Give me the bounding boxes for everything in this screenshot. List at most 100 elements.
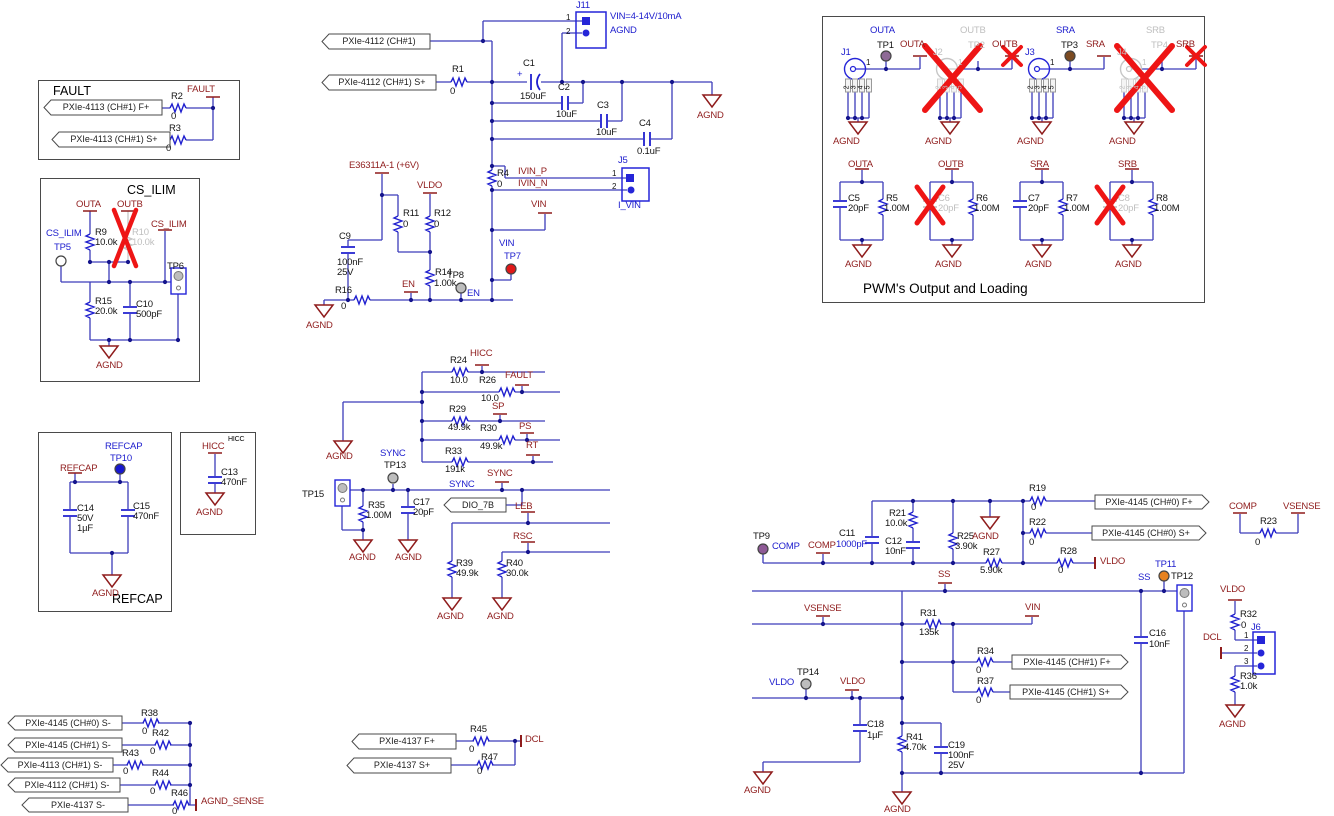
r32-val: 0: [1241, 620, 1247, 631]
j3-pin2-num: 2: [1027, 85, 1035, 90]
r29-ref: R29: [449, 404, 466, 415]
flag-pxie4137-sminus: PXIe-4137 S-: [50, 799, 106, 810]
r22-ref: R22: [1029, 517, 1046, 528]
pwm-box-title: PWM's Output and Loading: [863, 281, 1028, 296]
c2-ref: C2: [558, 82, 570, 93]
flag-pxie4145-ch0-splus-shape: [1091, 525, 1207, 541]
j1-pin-stub: [845, 78, 851, 93]
agnd-symbol: [752, 771, 774, 786]
j3-pin-stub: [1043, 78, 1049, 93]
flag-pxie4145-ch1-splus-shape: [1009, 684, 1129, 700]
agnd-symbol: [491, 597, 513, 612]
j6-ref: J6: [1251, 622, 1261, 633]
junction-dot: [489, 79, 495, 85]
flag-pxie4113-ch1-sminus: PXIe-4113 (CH#1) S-: [17, 759, 103, 770]
tp13-label: TP13: [384, 460, 406, 471]
flag-pxie4145-ch0-sminus-shape: [7, 715, 123, 731]
agnd-c5: AGND: [845, 259, 872, 270]
j4-pin2-num: 2: [1119, 85, 1127, 90]
j1-coax-center: [849, 65, 857, 73]
c4-val: 0.1uF: [637, 146, 661, 157]
c5-ref: C5: [848, 193, 860, 204]
flag-dio-7b: DIO_7B: [461, 499, 494, 510]
agnd-c6: AGND: [935, 259, 962, 270]
j6-pin1-num: 1: [1244, 631, 1249, 640]
flag-pxie4145-ch1-fplus-shape: [1011, 654, 1129, 670]
tp15-pad: [337, 483, 348, 493]
junction-dot: [187, 720, 193, 726]
agnd-symbol: [204, 492, 226, 507]
junction-dot: [489, 227, 495, 233]
j1-pin-stub: [866, 78, 872, 93]
agnd-c8: AGND: [1115, 259, 1142, 270]
r9-val: 10.0k: [95, 237, 118, 248]
agnd-symbol: [1031, 121, 1053, 136]
csilim-agnd: AGND: [96, 360, 123, 371]
hicc-box-title: HICC: [228, 436, 245, 443]
agnd-j6: AGND: [1219, 719, 1246, 730]
junction-dot: [1135, 115, 1141, 121]
leb-net: LEB: [515, 501, 533, 512]
tp3-sra-net: SRA: [1056, 25, 1075, 36]
junction-dot: [480, 38, 486, 44]
c5-val: 20pF: [848, 203, 869, 214]
flag-pxie4145-ch0-fplus: PXIe-4145 (CH#0) F+: [1105, 496, 1193, 507]
agnd-symbol: [101, 574, 123, 589]
junction-dot: [345, 297, 351, 303]
r11-ref: R11: [403, 208, 420, 219]
junction-dot: [669, 79, 675, 85]
c18-val: 1µF: [867, 730, 883, 741]
flag-pxie4112-ch1-sminus-shape: [7, 777, 121, 793]
junction-dot: [859, 237, 865, 243]
r36-val: 1.0k: [1240, 681, 1258, 692]
c16-val: 10nF: [1149, 639, 1170, 650]
r36-ref: R36: [1240, 671, 1257, 682]
agnd-r40: AGND: [487, 611, 514, 622]
j5-name: I_VIN: [618, 200, 641, 211]
j11-pin1-square: [582, 17, 590, 25]
j3-pin3-num: 3: [1034, 85, 1042, 90]
tp7-testpoint: [505, 263, 517, 275]
c13-val: 470nF: [221, 477, 247, 488]
r35-val: 1.00M: [366, 510, 392, 521]
agnd-symbol: [941, 244, 963, 259]
comp-net-red1: COMP: [808, 540, 836, 551]
c8-val: 20pF: [1118, 203, 1139, 214]
j6-pin3-circle: [1257, 662, 1265, 670]
r42-ref: R42: [152, 728, 169, 739]
junction-dot: [489, 277, 495, 283]
flag-pxie4145-ch0-splus: PXIe-4145 (CH#0) S+: [1102, 527, 1190, 538]
junction-dot: [849, 695, 855, 701]
agnd-j4: AGND: [1109, 136, 1136, 147]
tp2-label: TP2: [968, 40, 985, 51]
junction-dot: [949, 179, 955, 185]
r8-ref: R8: [1156, 193, 1168, 204]
junction-dot: [519, 389, 525, 395]
junction-dot: [852, 115, 858, 121]
agnd-symbol: [939, 121, 961, 136]
tp1-testpoint: [880, 50, 892, 62]
j6-pin2-circle: [1257, 649, 1265, 657]
r39-val: 49.9k: [456, 568, 479, 579]
junction-dot: [950, 560, 956, 566]
flag-pxie4137-splus: PXIe-4137 S+: [373, 760, 431, 770]
c12-ref: C12: [885, 536, 902, 547]
j6-pin3-num: 3: [1244, 657, 1249, 666]
r23-val: 0: [1255, 537, 1261, 548]
c19-val1: 100nF: [948, 750, 974, 761]
j4-pin4-num: 4: [1133, 85, 1141, 90]
r45-ref: R45: [470, 724, 487, 735]
c17-ref: C17: [413, 497, 430, 508]
j1-pin5-num: 5: [864, 85, 872, 90]
junction-dot: [379, 192, 385, 198]
flag-pxie4113-ch1-sminus-shape: [0, 757, 114, 773]
r30-val: 49.9k: [480, 441, 503, 452]
net-tie-bars: [68, 55, 1305, 691]
junction-dot: [910, 560, 916, 566]
tp13-testpoint: [387, 472, 399, 484]
junction-dot: [937, 115, 943, 121]
j3-ref: J3: [1025, 47, 1035, 58]
r21-val: 10.0k: [885, 518, 908, 529]
j2-pin2-num: 2: [935, 85, 943, 90]
c7-val: 20pF: [1028, 203, 1049, 214]
